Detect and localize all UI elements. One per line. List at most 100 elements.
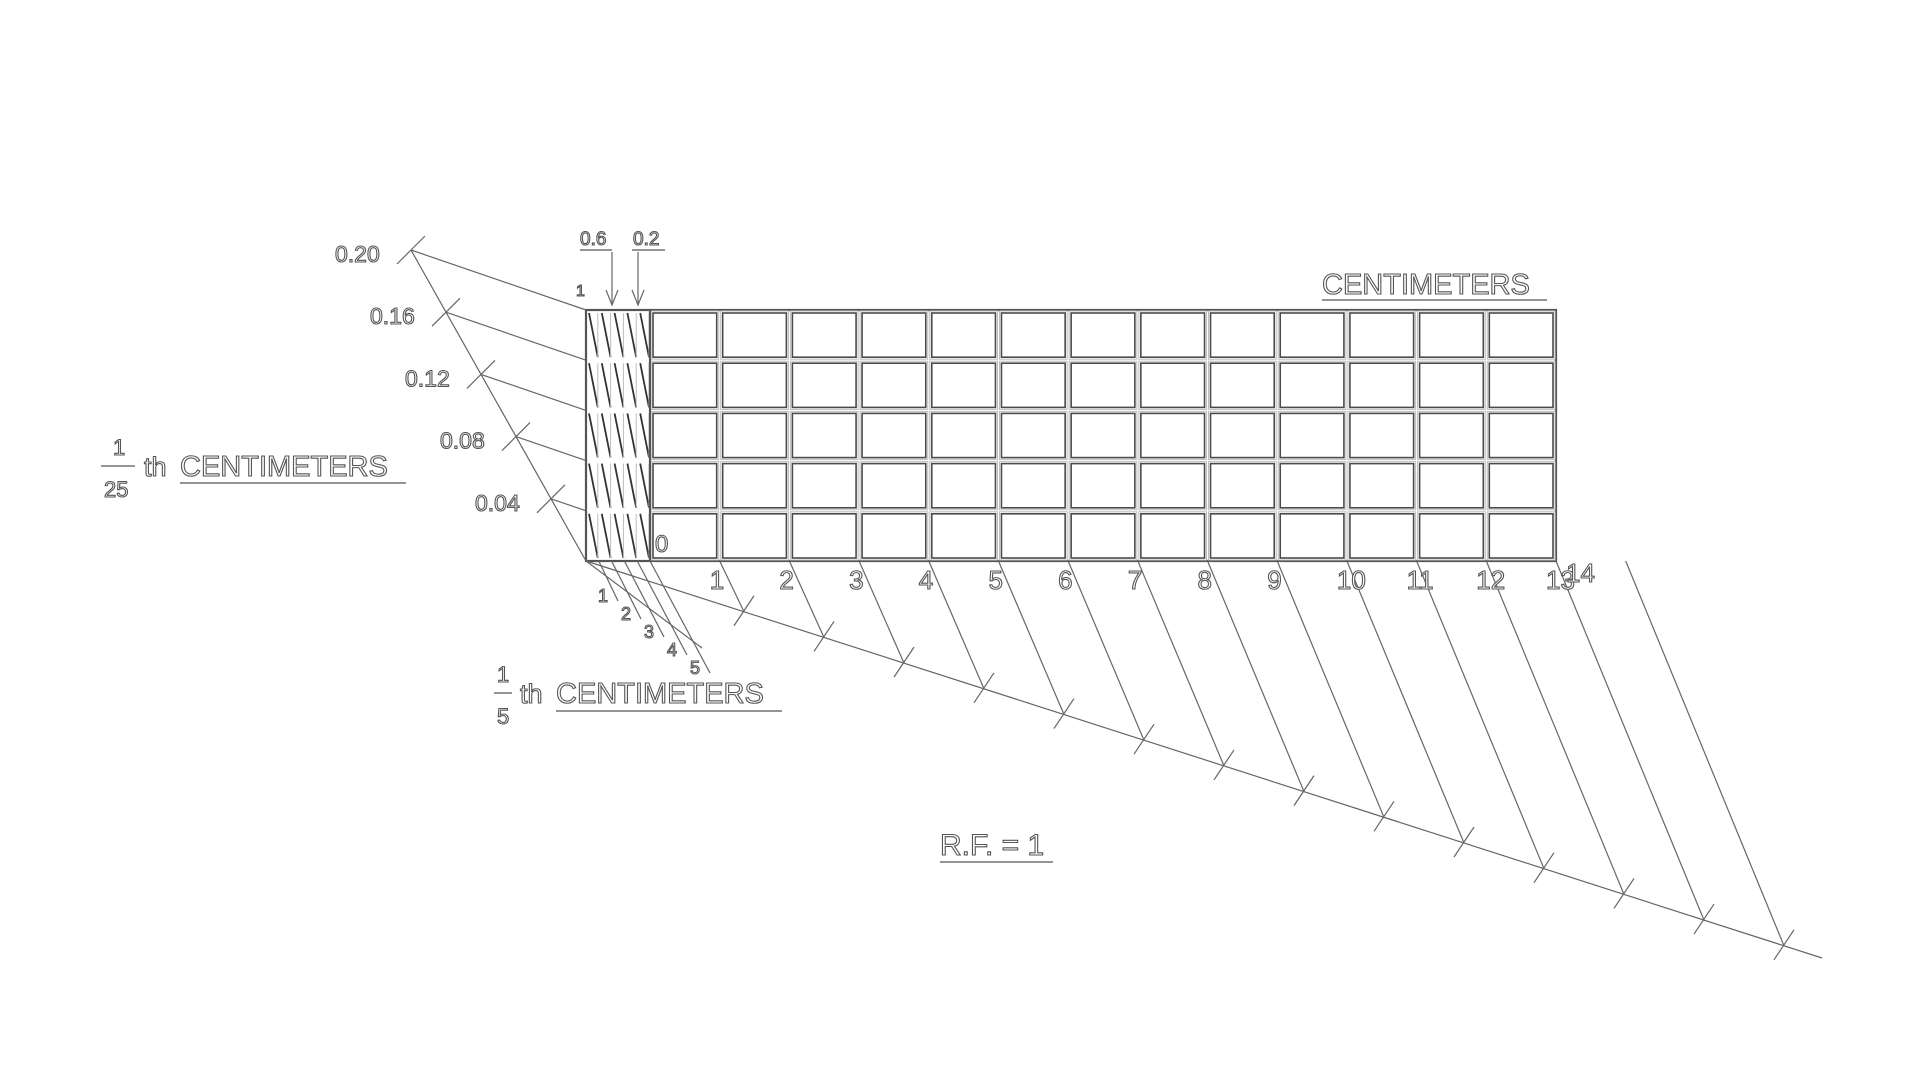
grid-cell-outline [1277, 461, 1347, 511]
grid-cell-outline [1138, 410, 1208, 461]
main-division-label: 6 [1058, 565, 1072, 595]
grid-cell [930, 362, 997, 409]
grid-cell-outline [1068, 360, 1138, 410]
tick-mark [1373, 800, 1395, 832]
grid-cell-outline [720, 360, 789, 410]
grid-cell-outline [1208, 410, 1277, 461]
grid-cell [1349, 412, 1415, 459]
grid-cell-outline [789, 360, 859, 410]
grid-cell-outline [1486, 360, 1556, 410]
grid-cell [721, 362, 788, 409]
grid-cell [1349, 462, 1415, 509]
tick-mark [973, 672, 995, 704]
diagonal-hatch [639, 413, 650, 458]
fifth-subdivision-label: 2 [621, 604, 631, 624]
diagonal-hatch [600, 513, 612, 559]
projection-line [928, 560, 985, 690]
fifth-subdivision-label: 1 [598, 586, 608, 606]
main-division-label: 12 [1476, 565, 1505, 595]
grid-cell-outline [859, 461, 929, 511]
grid-cell-outline [998, 461, 1068, 511]
grid-cell-outline [1138, 360, 1208, 410]
fifth-projection-line [636, 560, 688, 656]
grid-cell-outline [1068, 511, 1138, 561]
grid-cell-outline [998, 511, 1068, 561]
main-division-label: 3 [849, 565, 863, 595]
grid-cell [1488, 362, 1554, 409]
diagonal-hatch [639, 363, 650, 408]
grid-cell-outline [929, 410, 998, 461]
fifth-subdivision-label: 4 [667, 640, 677, 660]
reading-tick [501, 422, 531, 452]
grid-cell-outline [1138, 461, 1208, 511]
grid-cell [861, 412, 927, 459]
grid-cell [652, 412, 718, 459]
grid-cell [930, 512, 997, 559]
diagonal-reading-label: 0.04 [475, 490, 520, 516]
grid-cell [1070, 462, 1136, 509]
grid-cell-outline [859, 310, 929, 360]
projection-line [788, 560, 825, 638]
grid-cell-outline [720, 310, 789, 360]
grid-cell [1209, 512, 1276, 559]
diagonal-reading-label: 0.12 [405, 365, 450, 391]
grid-cell-outline [1347, 461, 1417, 511]
projection-line [1276, 560, 1385, 818]
grid-cell-outline [929, 511, 998, 561]
grid-cell-outline [1486, 511, 1556, 561]
grid-cell-outline [720, 461, 789, 511]
grid-cell [1279, 512, 1345, 559]
grid-cell [1000, 312, 1066, 359]
grid-cell-outline [1486, 410, 1556, 461]
grid-cell [1000, 462, 1066, 509]
projection-line [719, 560, 745, 613]
reading-projection-line [515, 436, 587, 462]
fifth-projection-line [649, 560, 711, 674]
diagonal-hatch [613, 363, 625, 408]
main-division-label: 2 [779, 565, 793, 595]
grid-cell [1279, 412, 1345, 459]
reading-tick [536, 484, 566, 514]
fifth-subdivision-label: 5 [690, 658, 700, 678]
diagonal-hatch [600, 463, 612, 508]
diagonal-hatch [613, 413, 625, 458]
grid-cell [1418, 412, 1485, 459]
callout-right-value: 0.2 [633, 229, 659, 250]
grid-cell [1070, 312, 1136, 359]
grid-cell-outline [1486, 310, 1556, 360]
scale-frame [584, 308, 1558, 563]
grid-cell-outline [859, 360, 929, 410]
grid-cell [1000, 362, 1066, 409]
grid-cell [861, 512, 927, 559]
diagonal-hatch [626, 312, 638, 358]
grid-cell [1209, 462, 1276, 509]
diagonal-reading-label: 0.16 [370, 303, 415, 329]
grid-cell [1418, 462, 1485, 509]
grid-cell-outline [789, 310, 859, 360]
grid-cell [1140, 462, 1206, 509]
grid-cell [721, 512, 788, 559]
grid-cell-outline [650, 310, 720, 360]
projection-line [858, 560, 905, 664]
diagonal-hatch [626, 513, 638, 559]
grid-cell [791, 412, 857, 459]
grid-cell [861, 312, 927, 359]
grid-cell-outline [1068, 461, 1138, 511]
grid-cell-outline [1277, 511, 1347, 561]
grid-cell [1140, 312, 1206, 359]
grid-cell-outline [998, 310, 1068, 360]
diagonal-fraction-denominator: 25 [104, 477, 128, 502]
grid-cell [791, 362, 857, 409]
grid-cell [861, 362, 927, 409]
units-title: CENTIMETERS [1322, 269, 1530, 301]
tick-mark [893, 646, 915, 678]
grid-cell-outline [1277, 410, 1347, 461]
tick-mark [1613, 878, 1635, 909]
grid-cell-outline [789, 410, 859, 461]
grid-cell-outline [998, 360, 1068, 410]
reading-projection-line [480, 373, 587, 411]
grid-cell-outline [720, 511, 789, 561]
projection-line [1555, 560, 1705, 921]
grid-cell [1349, 362, 1415, 409]
